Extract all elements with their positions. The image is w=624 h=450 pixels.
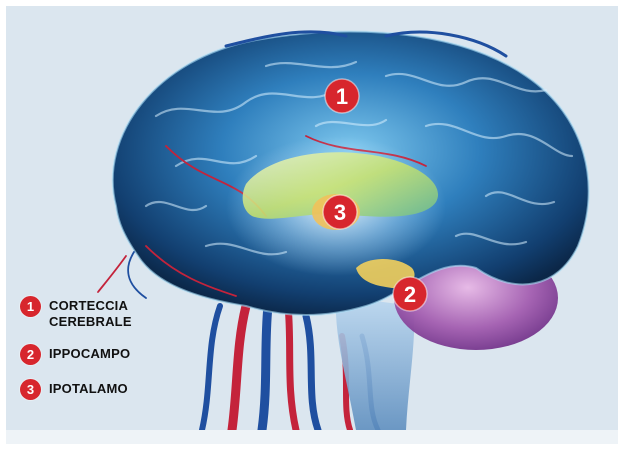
marker-3-number: 3 [334,200,346,225]
marker-2: 2 [393,277,427,311]
legend-item-3: 3 IPOTALAMO [20,379,190,400]
marker-2-number: 2 [404,282,416,307]
legend-label-1: CORTECCIA CEREBRALE [49,296,132,330]
legend-item-2: 2 IPPOCAMPO [20,344,190,365]
marker-3: 3 [323,195,357,229]
footer-band [6,430,618,444]
marker-1-number: 1 [336,84,348,109]
legend-marker-2: 2 [20,344,41,365]
legend-marker-3: 3 [20,379,41,400]
legend-label-3: IPOTALAMO [49,379,128,397]
legend-item-1: 1 CORTECCIA CEREBRALE [20,296,190,330]
legend-label-2: IPPOCAMPO [49,344,130,362]
brain-figure: 1 2 3 1 CORTECCIA CEREBRALE 2 IPPOCAMPO … [6,6,618,444]
marker-1: 1 [325,79,359,113]
legend-marker-1: 1 [20,296,41,317]
legend: 1 CORTECCIA CEREBRALE 2 IPPOCAMPO 3 IPOT… [20,296,190,414]
legend-label-1-line1: CORTECCIA [49,298,132,314]
legend-label-1-line2: CEREBRALE [49,314,132,330]
